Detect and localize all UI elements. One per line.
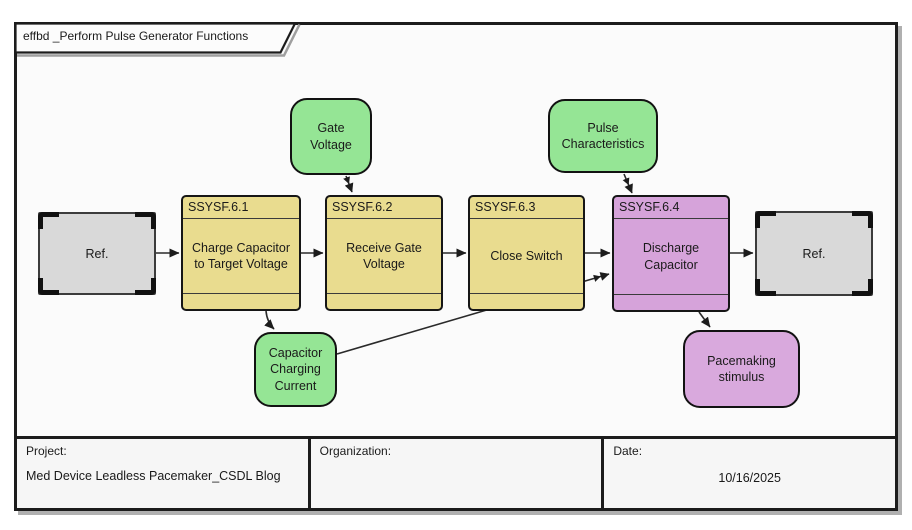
- bracket-corner-icon: [135, 278, 156, 295]
- ref-right-label: Ref.: [802, 246, 826, 261]
- bracket-corner-icon: [135, 212, 156, 229]
- ref-node-left[interactable]: Ref.: [38, 212, 156, 295]
- item-label: Pulse Characteristics: [561, 120, 645, 151]
- arrow-f4-to-pacemaking: [698, 311, 711, 328]
- organization-label: Organization:: [319, 444, 392, 458]
- function-node-ssysf-6-2[interactable]: SSYSF.6.2 Receive Gate Voltage: [325, 195, 443, 311]
- item-label: Pacemaking stimulus: [707, 353, 776, 384]
- item-label: Capacitor Charging Current: [268, 346, 323, 393]
- function-footer-band: [614, 295, 728, 310]
- function-name: Close Switch: [470, 219, 583, 294]
- function-node-ssysf-6-4[interactable]: SSYSF.6.4 Discharge Capacitor: [612, 195, 730, 312]
- function-name: Discharge Capacitor: [614, 219, 728, 295]
- function-name: Receive Gate Voltage: [327, 219, 441, 294]
- footer-organization-cell: Organization:: [307, 439, 602, 508]
- title-block: Project: Med Device Leadless Pacemaker_C…: [17, 436, 895, 508]
- function-footer-band: [183, 294, 299, 309]
- function-node-ssysf-6-1[interactable]: SSYSF.6.1 Charge Capacitor to Target Vol…: [181, 195, 301, 311]
- arrow-pulse-char-to-f4: [622, 173, 633, 194]
- ref-left-label: Ref.: [85, 246, 109, 261]
- item-node-capacitor-charging-current[interactable]: Capacitor Charging Current: [254, 332, 337, 407]
- function-footer-band: [327, 294, 441, 309]
- bracket-corner-icon: [38, 278, 59, 295]
- item-node-gate-voltage[interactable]: Gate Voltage: [290, 98, 372, 175]
- project-value: Med Device Leadless Pacemaker_CSDL Blog: [26, 469, 281, 483]
- arrow-gate-voltage-to-f2: [343, 175, 354, 193]
- item-node-pulse-characteristics[interactable]: Pulse Characteristics: [548, 99, 658, 173]
- bracket-corner-icon: [852, 211, 873, 228]
- item-label: Gate Voltage: [310, 121, 352, 152]
- date-label: Date:: [613, 444, 643, 458]
- bracket-corner-icon: [38, 212, 59, 229]
- date-value: 10/16/2025: [718, 471, 781, 485]
- function-footer-band: [470, 294, 583, 309]
- bracket-corner-icon: [852, 279, 873, 296]
- footer-date-cell: Date: 10/16/2025: [601, 439, 895, 508]
- function-id: SSYSF.6.1: [183, 197, 299, 219]
- function-node-ssysf-6-3[interactable]: SSYSF.6.3 Close Switch: [468, 195, 585, 311]
- title-tab: [14, 22, 297, 54]
- arrow-f1-to-capacitor-current: [264, 310, 275, 330]
- title-tab-shadow: [17, 23, 301, 57]
- bracket-corner-icon: [755, 211, 776, 228]
- diagram-frame: [14, 22, 898, 511]
- project-label: Project:: [26, 444, 67, 458]
- function-name: Charge Capacitor to Target Voltage: [183, 219, 299, 294]
- function-id: SSYSF.6.4: [614, 197, 728, 219]
- footer-project-cell: Project: Med Device Leadless Pacemaker_C…: [17, 439, 308, 508]
- diagram-title: effbd _Perform Pulse Generator Functions: [23, 29, 249, 43]
- function-id: SSYSF.6.2: [327, 197, 441, 219]
- bracket-corner-icon: [755, 279, 776, 296]
- item-node-pacemaking-stimulus[interactable]: Pacemaking stimulus: [683, 330, 800, 408]
- function-id: SSYSF.6.3: [470, 197, 583, 219]
- ref-node-right[interactable]: Ref.: [755, 211, 873, 296]
